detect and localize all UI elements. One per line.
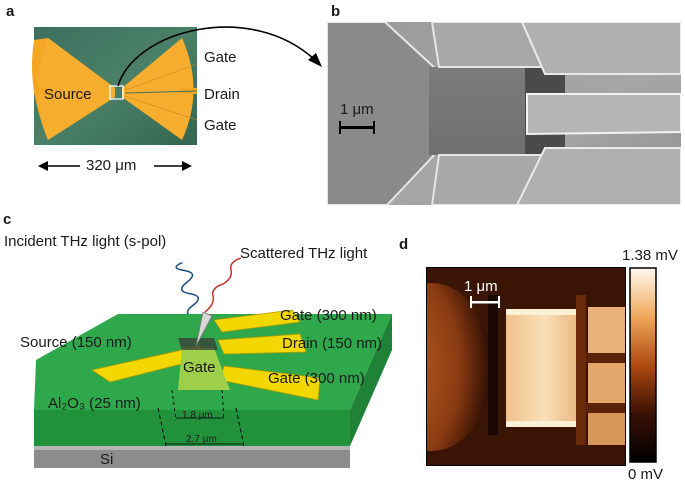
colorbar — [629, 267, 657, 463]
label-gate-300-bottom: Gate (300 nm) — [268, 370, 365, 387]
zoom-arrow — [117, 26, 316, 87]
drain-electrode — [217, 333, 307, 355]
label-drain-150: Drain (150 nm) — [282, 335, 383, 352]
label-source-a: Source — [44, 86, 92, 103]
label-gate-300-top: Gate (300 nm) — [280, 307, 377, 324]
junction-marker — [109, 85, 124, 100]
panel-a-letter: a — [6, 3, 15, 20]
label-scattered-thz: Scattered THz light — [240, 245, 368, 262]
al2o3-front-side — [34, 410, 350, 446]
scattered-thz-wave — [204, 257, 242, 313]
scale-1um-b: 1 μm — [340, 101, 374, 118]
panel-d-letter: d — [399, 236, 409, 253]
label-source-150: Source (150 nm) — [20, 334, 132, 351]
panel-b-letter: b — [331, 3, 341, 20]
si-layer-side — [34, 446, 350, 468]
graphene-flake — [178, 338, 218, 350]
panel-c-letter: c — [3, 211, 12, 228]
panel-b-sem-image — [327, 22, 681, 205]
scale-320um: 320 μm — [86, 157, 137, 174]
label-si: Si — [100, 451, 114, 468]
afm-tip — [195, 311, 213, 347]
label-gate-center: Gate — [183, 359, 216, 376]
gate-top-electrode — [213, 309, 301, 333]
label-incident-thz: Incident THz light (s-pol) — [4, 233, 167, 250]
gate-drain-pad — [122, 38, 194, 140]
label-gate-top-a: Gate — [204, 49, 237, 66]
label-dim-2.7um: 2.7 μm — [186, 434, 217, 445]
gate-center-electrode — [178, 348, 230, 390]
incident-thz-wave — [175, 262, 199, 318]
panel-d-nearfield-map — [426, 267, 626, 466]
panel-c-device-schematic — [34, 257, 392, 468]
label-al2o3: Al₂O₃ (25 nm) — [48, 395, 141, 412]
source-pad-lobe — [38, 38, 115, 140]
scale-1um-d: 1 μm — [464, 278, 498, 295]
label-dim-1.8um: 1.8 μm — [182, 410, 213, 421]
panel-a-optical-image — [32, 26, 322, 176]
label-gate-bottom-a: Gate — [204, 117, 237, 134]
label-drain-a: Drain — [204, 86, 240, 103]
colorbar-max-label: 1.38 mV — [622, 247, 678, 264]
colorbar-min-label: 0 mV — [628, 466, 664, 483]
